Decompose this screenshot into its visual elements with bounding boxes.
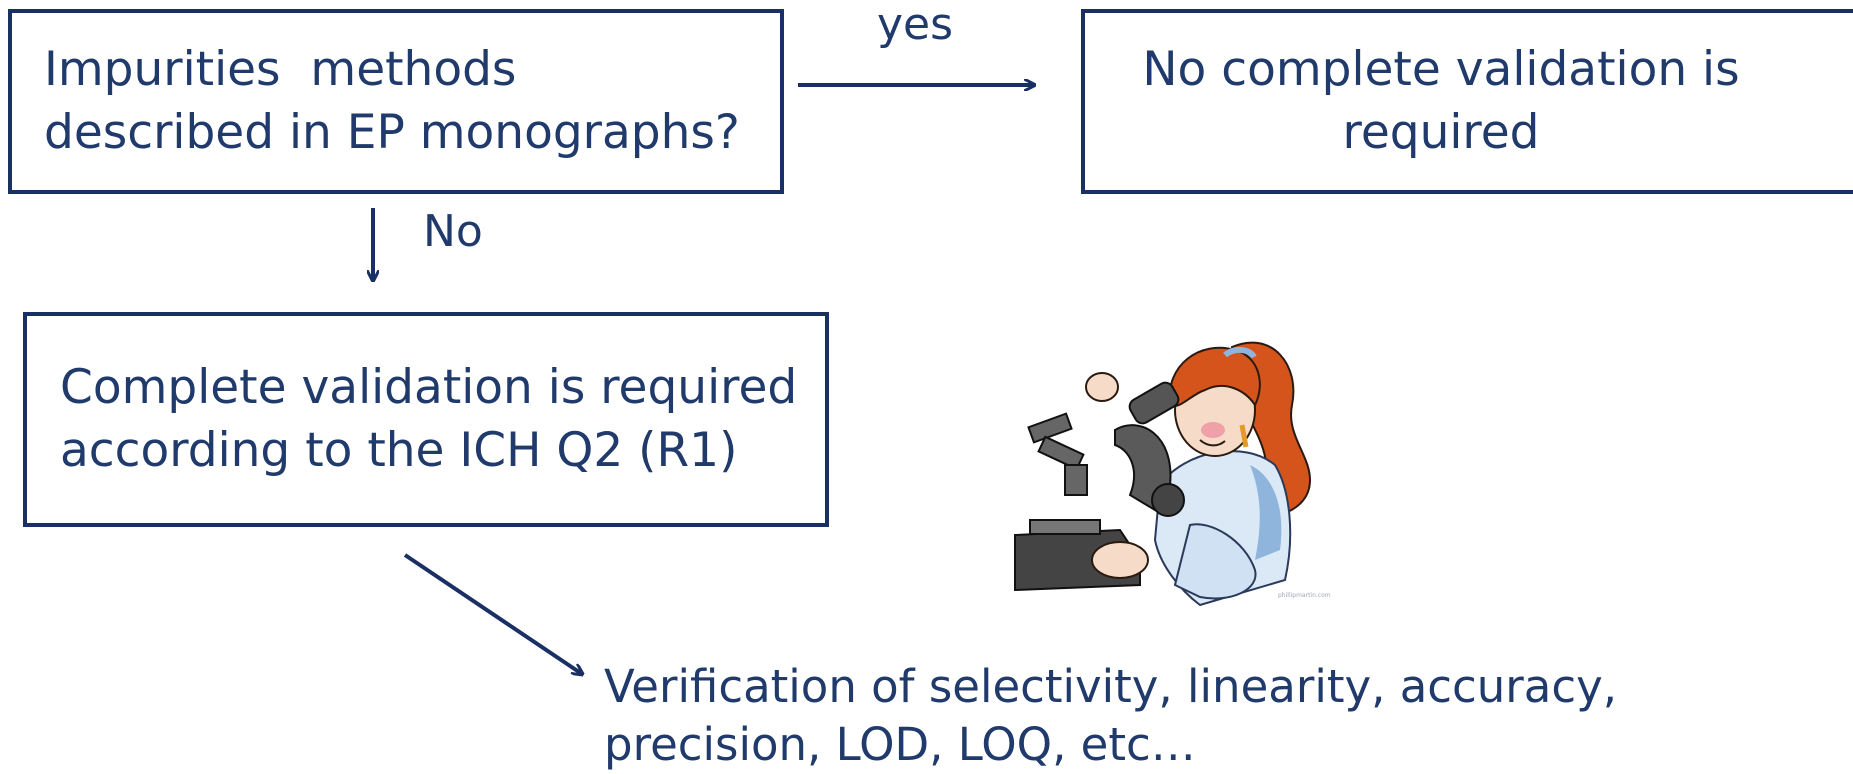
verification-text: Verification of selectivity, linearity, … (604, 658, 1617, 774)
no-result-line-2: according to the ICH Q2 (R1) (60, 423, 738, 478)
microscope-objective-3 (1064, 464, 1088, 496)
hand-upper (1085, 372, 1119, 402)
scientist-illustration: phillipmartin.com (1014, 341, 1331, 607)
smile-shape (1199, 439, 1226, 447)
yes-label: yes (877, 0, 954, 50)
cheek-shape (1201, 422, 1225, 438)
microscope-stage (1029, 519, 1101, 535)
hair-shape (1168, 346, 1261, 407)
decision-line-1: Impurities methods (44, 42, 517, 97)
decision-text: Impurities methods described in EP monog… (44, 38, 740, 164)
microscope-objective-1 (1027, 412, 1073, 444)
arm-shape (1173, 523, 1257, 600)
yes-result-line-1: No complete validation is (1142, 42, 1740, 97)
focus-knob (1151, 483, 1185, 517)
verification-line-2: precision, LOD, LOQ, etc… (604, 718, 1196, 771)
coat-shading (1250, 465, 1282, 560)
microscope-eyepiece (1128, 381, 1180, 425)
earring-shape (1239, 424, 1249, 448)
no-label: No (423, 206, 483, 257)
yes-result-text: No complete validation is required (1081, 38, 1801, 164)
headband-shape (1223, 347, 1257, 359)
result-arrow (403, 553, 582, 674)
no-result-box (23, 312, 829, 527)
verification-line-1: Verification of selectivity, linearity, … (604, 660, 1618, 713)
decision-box (8, 9, 784, 194)
no-result-line-1: Complete validation is required (60, 360, 798, 415)
microscope-objective-2 (1037, 435, 1085, 471)
no-result-text: Complete validation is required accordin… (60, 356, 797, 482)
illustration-watermark: phillipmartin.com (1278, 592, 1331, 599)
decision-line-2: described in EP monographs? (44, 105, 740, 160)
hand-lower (1091, 541, 1149, 579)
yes-result-line-2: required (1342, 105, 1540, 160)
yes-result-box (1081, 9, 1853, 194)
